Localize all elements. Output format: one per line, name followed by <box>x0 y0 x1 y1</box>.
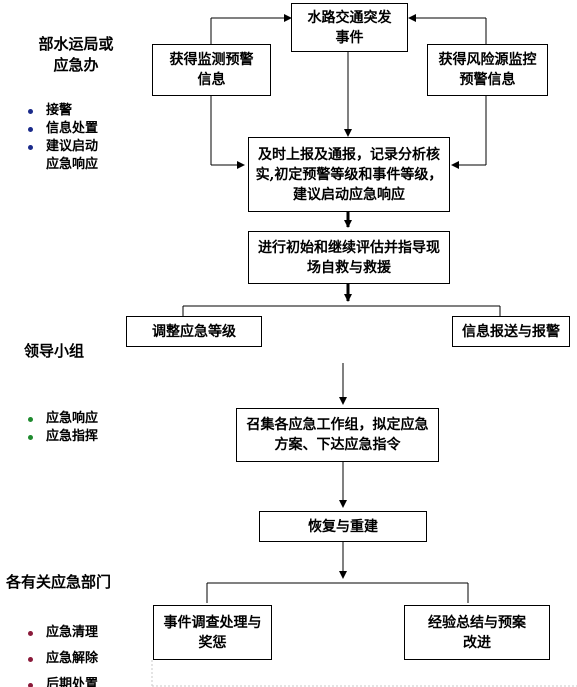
list-item: 应急清理 <box>26 620 98 646</box>
assessment-box: 进行初始和继续评估并指导现 场自救与救援 <box>248 231 450 284</box>
leadership-title: 领导小组 <box>24 342 85 360</box>
report-analysis-box: 及时上报及通报，记录分析核 实,初定预警等级和事件等级， 建议启动应急响应 <box>248 137 450 212</box>
bullet-icon <box>28 631 33 636</box>
departments-title: 各有关应急部门 <box>6 573 112 591</box>
office-title: 部水运局或 应急办 <box>38 35 114 74</box>
bullet-icon <box>28 417 33 422</box>
list-item: 后期处置 <box>26 672 98 687</box>
bullet-icon <box>28 683 33 687</box>
bullet-icon <box>28 127 33 132</box>
risk-monitoring-box: 获得风险源监控 预警信息 <box>427 44 548 96</box>
monitoring-warning-box: 获得监测预警 信息 <box>152 44 271 96</box>
convene-groups-box: 召集各应急工作组，拟定应急 方案、下达应急指令 <box>236 408 439 462</box>
investigation-box: 事件调查处理与 奖惩 <box>153 605 272 660</box>
summary-box: 经验总结与预案 改进 <box>404 605 550 660</box>
leadership-duty-list: 应急响应 应急指挥 <box>26 410 98 446</box>
info-report-box: 信息报送与报警 <box>452 316 570 347</box>
incident-box: 水路交通突发 事件 <box>291 3 408 52</box>
adjust-level-box: 调整应急等级 <box>126 316 262 347</box>
bullet-icon <box>28 145 33 150</box>
list-item: 应急响应 <box>26 410 98 428</box>
office-duty-list: 接警 信息处置 建议启动应急响应 <box>26 102 98 174</box>
departments-duty-list: 应急清理 应急解除 后期处置 <box>26 620 98 687</box>
list-item: 建议启动应急响应 <box>26 138 98 174</box>
bullet-icon <box>28 657 33 662</box>
list-item: 接警 <box>26 102 98 120</box>
bullet-icon <box>28 109 33 114</box>
recovery-box: 恢复与重建 <box>259 511 427 542</box>
bullet-icon <box>28 435 33 440</box>
list-item: 应急指挥 <box>26 428 98 446</box>
list-item: 应急解除 <box>26 646 98 672</box>
list-item: 信息处置 <box>26 120 98 138</box>
